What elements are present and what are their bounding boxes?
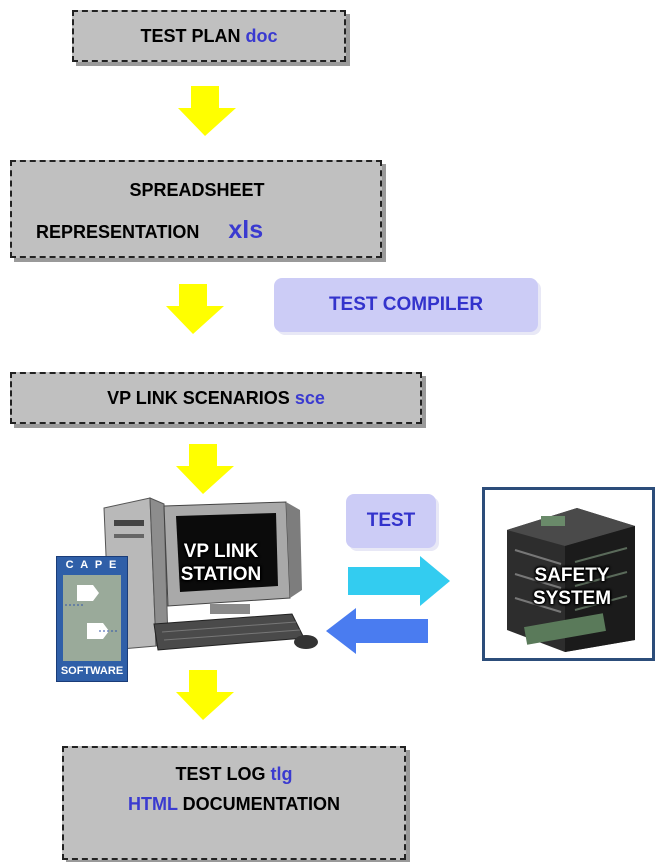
spreadsheet-line1: SPREADSHEET (129, 180, 265, 200)
vp-link-station-label: VP LINK STATION (166, 540, 276, 586)
test-plan-label: TEST PLAN (140, 26, 241, 46)
spreadsheet-line2: REPRESENTATION (36, 222, 200, 242)
result-arrow-left (326, 608, 428, 654)
test-plan-box: TEST PLAN doc (72, 10, 346, 62)
safety-system-line1: SAFETY (534, 565, 610, 586)
safety-system-label: SAFETY SYSTEM (505, 564, 639, 610)
documentation-label: DOCUMENTATION (182, 794, 340, 814)
html-label: HTML (127, 794, 178, 814)
cape-software-logo: C A P E SOFTWARE (56, 556, 128, 682)
scenarios-label: VP LINK SCENARIOS (107, 388, 290, 408)
cape-logo-emblem (63, 575, 121, 661)
test-log-ext: tlg (270, 764, 293, 784)
vp-link-station-line1: VP LINK (183, 541, 259, 562)
spreadsheet-box: SPREADSHEET REPRESENTATION xls (10, 160, 382, 258)
test-log-box: TEST LOG tlg HTML DOCUMENTATION (62, 746, 406, 860)
spreadsheet-ext: xls (228, 216, 264, 244)
safety-system-image: SAFETY SYSTEM (482, 487, 655, 661)
cape-logo-bottom-text: SOFTWARE (60, 665, 124, 677)
vp-link-station-line2: STATION (180, 564, 262, 585)
safety-rack-graphic (507, 508, 635, 652)
scenarios-box: VP LINK SCENARIOS sce (10, 372, 422, 424)
safety-system-line2: SYSTEM (532, 588, 612, 609)
scenarios-ext: sce (294, 388, 325, 408)
test-log-label: TEST LOG (175, 764, 266, 784)
test-compiler-label: TEST COMPILER (274, 278, 538, 332)
cape-logo-top-text: C A P E (65, 559, 119, 571)
flow-arrow-2 (166, 284, 224, 334)
test-plan-ext: doc (245, 26, 278, 46)
test-arrow-right (348, 556, 450, 606)
test-label: TEST (346, 494, 436, 548)
computer-workstation-image (103, 497, 318, 651)
flow-arrow-3 (176, 444, 234, 494)
flow-arrow-1 (178, 86, 236, 136)
flow-arrow-4 (176, 670, 234, 720)
